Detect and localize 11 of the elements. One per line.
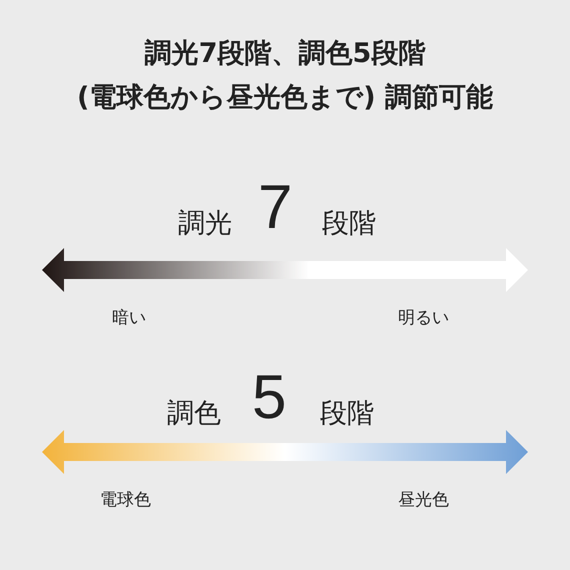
heading-text: 調光 bbox=[178, 207, 232, 241]
step-count: 7 bbox=[258, 172, 292, 243]
heading-text: 段階 bbox=[320, 397, 374, 431]
heading-text: 段階 bbox=[322, 207, 376, 241]
step-count: 5 bbox=[252, 362, 286, 433]
scale-end-label: 昼光色 bbox=[398, 489, 449, 511]
scale-end-label: 暗い bbox=[112, 307, 146, 329]
title: 調光7段階、調色5段階 (電球色から昼光色まで) 調節可能 bbox=[76, 37, 494, 115]
scale-end-label: 明るい bbox=[398, 307, 449, 329]
scale-end-label: 電球色 bbox=[100, 489, 151, 511]
heading-text: 調色 bbox=[167, 397, 221, 431]
